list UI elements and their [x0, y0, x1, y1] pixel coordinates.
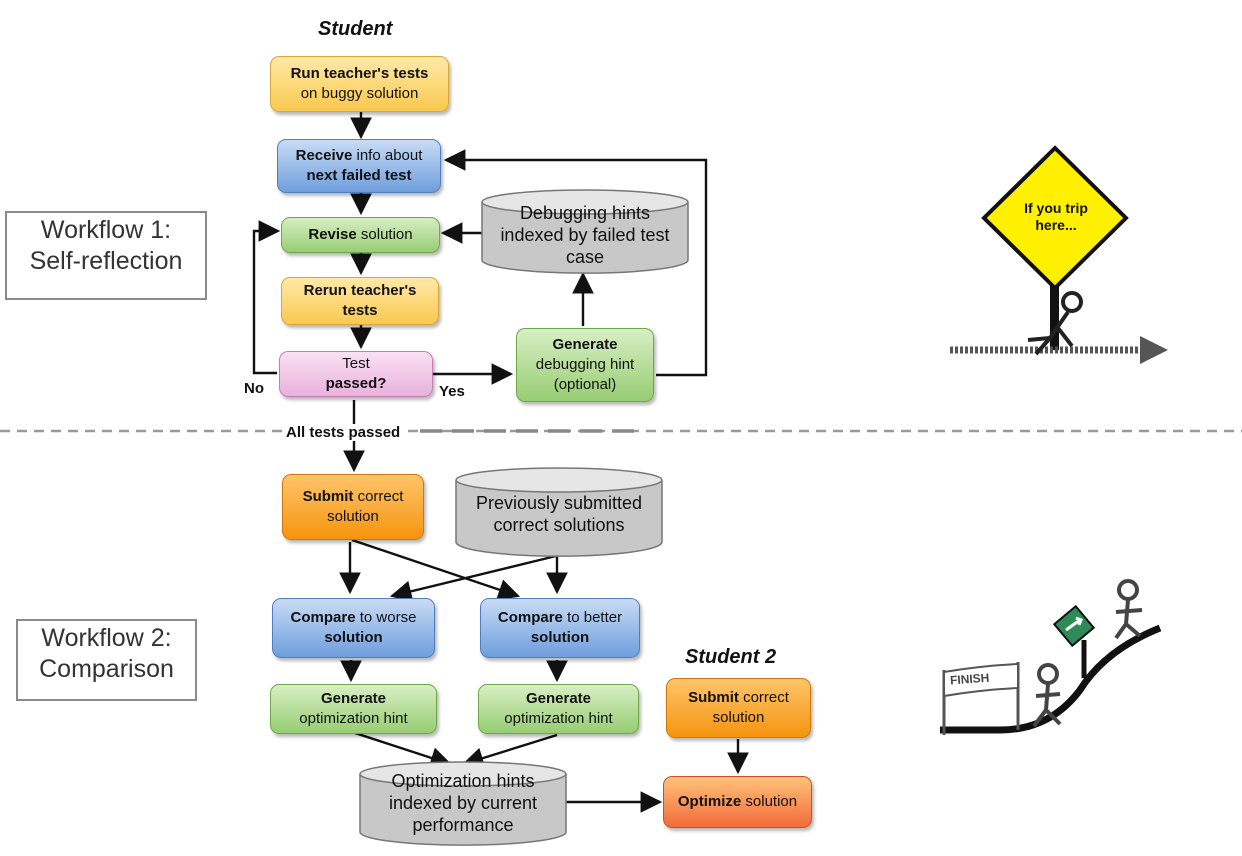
generate-opt-hint-1-box-line-2: optimization hint: [299, 710, 408, 727]
previous-solutions-db-label: Previously submitted correct solutions: [454, 492, 664, 536]
tripping-figure: [1027, 291, 1083, 356]
run-tests-box-line-1: Run teacher's tests: [290, 65, 429, 82]
generate-opt-hint-2-box-line-2: optimization hint: [504, 710, 613, 727]
prev-solutions-line1: Previously submitted: [475, 493, 643, 513]
workflow-1-line1: Workflow 1:: [40, 216, 172, 244]
arrow-prev-to-worse: [389, 554, 557, 602]
test-passed-box-line-2: passed?: [325, 375, 387, 392]
generate-debug-hint-box-line-2: debugging hint: [535, 356, 635, 373]
trip-sign-text: If you trip here...: [1013, 200, 1099, 234]
edge-label-yes: Yes: [439, 383, 465, 400]
runner-figure-1: [1032, 663, 1062, 728]
rerun-tests-box-line-1: Rerun teacher's: [303, 282, 417, 299]
arrow-gen2-to-opt-db: [461, 733, 558, 769]
submit-correct-2-box-line-1: Submit correct: [688, 689, 789, 706]
generate-opt-hint-2-box: Generate optimization hint: [478, 684, 639, 734]
prev-solutions-line2: correct solutions: [493, 515, 625, 535]
optimization-hints-db: [359, 761, 567, 846]
opt-hints-line2: indexed by current: [388, 793, 538, 813]
receive-info-box: Receive info about next failed test: [277, 139, 441, 193]
compare-worse-box-line-1: Compare to worse: [290, 609, 417, 626]
submit-correct-2-box-line-2: solution: [712, 709, 765, 726]
workflow-2-line2: Comparison: [39, 655, 174, 683]
finish-banner: [943, 662, 1019, 698]
generate-debug-hint-box-line-1: Generate: [552, 336, 618, 353]
optimize-box: Optimize solution: [663, 776, 812, 828]
submit-correct-box-line-2: solution: [327, 508, 379, 525]
test-passed-box: Test passed?: [279, 351, 433, 397]
arrow-generate-to-receive: [443, 149, 708, 377]
rerun-tests-box-line-2: tests: [342, 302, 378, 319]
generate-debug-hint-box: Generate debugging hint (optional): [516, 328, 654, 402]
debug-hints-db: [481, 189, 689, 274]
revise-box-line-1: Revise solution: [308, 226, 413, 243]
trip-sign-line1: If you trip: [1024, 200, 1088, 216]
trip-sign-line2: here...: [1035, 217, 1077, 233]
submit-correct-box-line-1: Submit correct: [302, 488, 404, 505]
workflow-2-label: Workflow 2: Comparison: [16, 619, 197, 701]
debug-hints-line2: indexed by failed test: [500, 225, 670, 245]
compare-worse-box: Compare to worse solution: [272, 598, 435, 658]
generate-opt-hint-1-box-line-1: Generate: [320, 690, 387, 707]
ground-arrow-head: [1140, 336, 1168, 364]
opt-hints-line3: performance: [412, 815, 514, 835]
edge-label-all-passed: All tests passed: [284, 424, 403, 441]
workflow-2-line1: Workflow 2:: [41, 624, 172, 652]
submit-correct-box: Submit correct solution: [282, 474, 424, 540]
compare-better-box-line-1: Compare to better: [497, 609, 623, 626]
revise-box: Revise solution: [281, 217, 440, 253]
debug-hints-line3: case: [565, 247, 605, 267]
compare-better-box-line-2: solution: [530, 629, 590, 646]
receive-info-box-line-1: Receive info about: [295, 147, 423, 164]
receive-info-box-line-2: next failed test: [306, 167, 412, 184]
trip-sign-post: [1050, 286, 1059, 350]
optimize-box-line-1: Optimize solution: [677, 793, 798, 810]
compare-worse-box-line-2: solution: [324, 629, 383, 646]
run-tests-box-line-2: on buggy solution: [300, 85, 419, 102]
generate-opt-hint-1-box: Generate optimization hint: [270, 684, 437, 734]
workflow-1-label: Workflow 1: Self-reflection: [5, 211, 207, 300]
student-title: Student: [318, 18, 393, 40]
run-tests-box: Run teacher's tests on buggy solution: [270, 56, 449, 112]
finish-path: [940, 624, 1162, 734]
workflow-1-line2: Self-reflection: [29, 247, 183, 275]
generate-opt-hint-2-box-line-1: Generate: [525, 690, 592, 707]
compare-better-box: Compare to better solution: [480, 598, 640, 658]
test-passed-box-line-1: Test: [342, 355, 370, 372]
runner-figure-2: [1114, 579, 1143, 640]
optimization-hints-db-label: Optimization hints indexed by current pe…: [358, 770, 568, 836]
finish-banner-text: FINISH: [949, 670, 990, 688]
arrow-gen1-to-opt-db: [354, 731, 453, 769]
opt-hints-line1: Optimization hints: [391, 771, 535, 791]
edge-label-no: No: [244, 380, 264, 397]
generate-debug-hint-box-line-3: (optional): [553, 376, 617, 393]
finish-illustration: [940, 579, 1162, 735]
submit-correct-2-box: Submit correct solution: [666, 678, 811, 738]
debug-hints-db-label: Debugging hints indexed by failed test c…: [480, 202, 690, 268]
arrow-no-loop: [252, 220, 281, 375]
arrow-submit-to-better: [351, 538, 521, 601]
previous-solutions-db: [455, 467, 663, 557]
debug-hints-line1: Debugging hints: [519, 203, 651, 223]
student2-title: Student 2: [685, 646, 777, 668]
trip-sign-illustration: [950, 145, 1168, 364]
rerun-tests-box: Rerun teacher's tests: [281, 277, 439, 325]
